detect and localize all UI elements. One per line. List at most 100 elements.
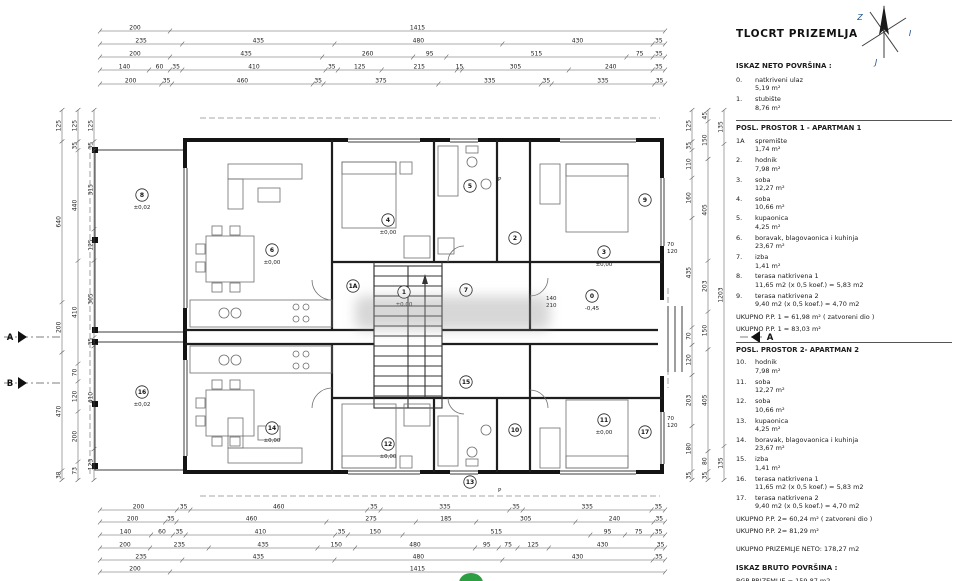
dimension-label: 200: [129, 51, 141, 58]
dimension-label: 200: [56, 321, 63, 333]
dimension-label: 125: [72, 120, 79, 132]
legend-item: 11.soba 12,27 m²: [736, 377, 785, 395]
dimension-label: 35: [655, 51, 663, 58]
dimension-label: 123: [88, 459, 95, 471]
dimension-label: 120: [72, 390, 79, 402]
svg-text:12: 12: [384, 441, 392, 448]
legend-item: 3.soba 12,27 m²: [736, 175, 785, 192]
room-label-0: 0-0,45: [585, 289, 600, 312]
doors: [311, 245, 549, 415]
dimension-label: 125: [88, 239, 95, 251]
svg-text:±0,02: ±0,02: [134, 402, 151, 408]
dimension-label: 120: [686, 354, 693, 366]
svg-text:15: 15: [462, 379, 470, 386]
page-title: TLOCRT PRIZEMLJA: [736, 28, 858, 40]
dimension-label: 640: [56, 216, 63, 228]
dimension-label: 200: [72, 431, 79, 443]
dimension-label: 140: [120, 529, 132, 536]
dimension-label: 35: [314, 78, 322, 85]
dimension-label: 35: [657, 542, 665, 549]
dimension-label: 38: [56, 471, 63, 479]
room-label-2: 2: [508, 231, 522, 245]
dimension-label: 35: [543, 78, 551, 85]
dimension-label: 135: [718, 121, 725, 133]
svg-text:±0,00: ±0,00: [596, 262, 613, 268]
room-label-8: 8±0,02: [134, 188, 150, 211]
legend-item: 0.natkriveni ulaz 5,19 m²: [736, 75, 804, 93]
dimension-label: 125: [56, 120, 63, 132]
room-label-17: 17: [638, 425, 652, 439]
bruto-total: BGP PRIZEMLJE = 159,87 m2: [736, 577, 952, 581]
dimension-label: 35: [655, 38, 663, 45]
room-label-1: 1±0,00: [396, 285, 413, 308]
apartment2-items: 10.hodnik 7,98 m² 11.soba 12,27 m² 12.so…: [736, 358, 952, 511]
dimension-label: 35: [180, 504, 188, 511]
legend-item: 9.terasa natkrivena 2 9,40 m2 (x 0,5 koe…: [736, 291, 860, 309]
svg-text:2: 2: [513, 235, 517, 242]
svg-text:±0,00: ±0,00: [380, 454, 397, 460]
room-label-13: 13: [463, 475, 477, 489]
svg-text:10: 10: [511, 427, 519, 434]
dimension-label: 410: [248, 64, 260, 71]
svg-text:7: 7: [464, 287, 468, 294]
dimension-label: 150: [369, 529, 381, 536]
dimension-label: 203: [702, 280, 709, 292]
legend-panel: TLOCRT PRIZEMLJA ISKAZ NETO POVRŠINA : 0…: [736, 28, 952, 581]
dimension-label: 160: [686, 192, 693, 204]
dimension-label: 125: [686, 120, 693, 132]
dimension-label: 35: [512, 504, 520, 511]
dimension-label: 405: [702, 394, 709, 406]
dimension-label: 35: [175, 529, 183, 536]
dimension-label: 440: [72, 200, 79, 212]
dimension-label: 405: [702, 204, 709, 216]
section-arrow-b-left: [18, 377, 27, 389]
dimension-label: 410: [88, 392, 95, 404]
dimension-label: 35: [686, 472, 693, 480]
legend-item: 15.izba 1,41 m²: [736, 455, 781, 472]
dimension-label: 200: [127, 516, 139, 523]
legend-item: 7.izba 1,41 m²: [736, 253, 781, 270]
legend-item: 17.terasa natkrivena 2 9,40 m2 (x 0,5 ko…: [736, 494, 860, 511]
room-label-6: 6±0,00: [264, 243, 281, 266]
svg-text:±0,00: ±0,00: [264, 260, 281, 266]
legend-item: 4.soba 10,66 m²: [736, 194, 785, 212]
legend-item: 10.hodnik 7,98 m²: [736, 358, 781, 375]
dimension-label: 75: [635, 529, 643, 536]
section-mark-b: B: [7, 379, 13, 389]
room-label-16: 16 ±0,02: [134, 385, 151, 408]
size-tag: 70: [667, 416, 674, 422]
dimension-label: 35: [370, 504, 378, 511]
dimension-label: 235: [135, 38, 147, 45]
section-arrow-a-right: [751, 331, 760, 343]
room-label-12: 12 ±0,00: [380, 437, 397, 460]
legend-item: 5.kupaonica 4,25 m²: [736, 214, 789, 231]
dimension-label: 203: [686, 395, 693, 407]
furniture-apartment-1: [189, 145, 629, 328]
dimension-label: 235: [174, 542, 186, 549]
dimension-label: 35: [163, 78, 171, 85]
dimension-label: 460: [246, 516, 258, 523]
dimension-label: 305: [520, 516, 532, 523]
dimension-label: 305: [510, 64, 522, 71]
svg-text:5: 5: [468, 183, 472, 190]
room-label-11: 11±0,00: [596, 413, 613, 436]
legend-item: 16.terasa natkrivena 1 11,65 m2 (x 0,5 k…: [736, 474, 864, 492]
dimension-label: 95: [604, 529, 612, 536]
furniture-apartment-2: [189, 345, 629, 469]
dimension-label: 435: [240, 51, 252, 58]
dimension-label: 235: [135, 554, 147, 561]
net-total: UKUPNO PRIZEMLJE NETO: 178,27 m2: [736, 544, 860, 553]
svg-text:13: 13: [466, 479, 474, 486]
dimension-label: 35: [328, 64, 336, 71]
neto-heading: ISKAZ NETO POVRŠINA :: [736, 61, 832, 70]
dimension-label: 435: [253, 554, 265, 561]
svg-text:16: 16: [138, 389, 146, 396]
dimension-label: 200: [125, 78, 137, 85]
compass-letter-z: Z: [856, 13, 863, 22]
dimension-label: 460: [237, 78, 249, 85]
svg-text:11: 11: [600, 417, 608, 424]
